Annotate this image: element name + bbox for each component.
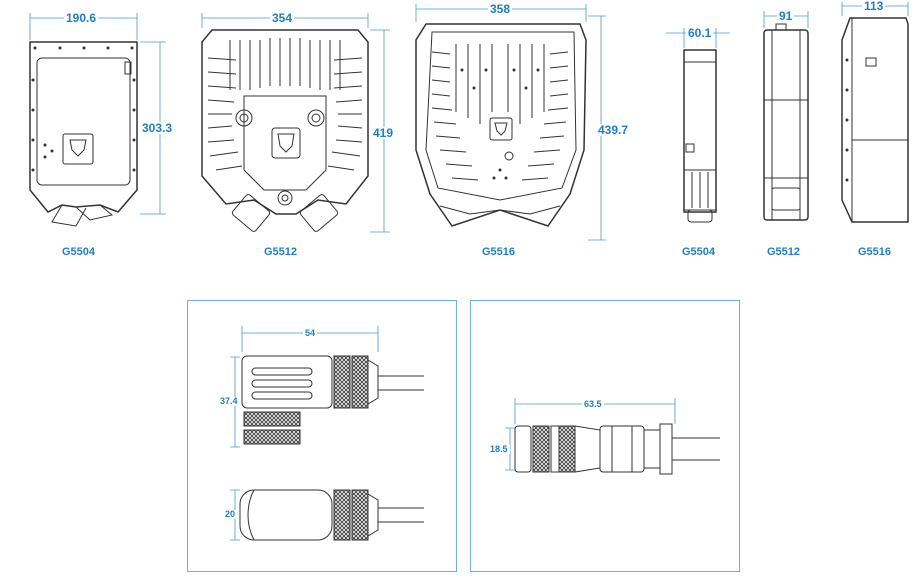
connector-panel-right xyxy=(470,300,740,572)
g5516-height-dimension: 439.7 xyxy=(596,123,631,137)
inline-connector xyxy=(514,423,720,475)
angled-connector-length-dimension: 54 xyxy=(303,328,318,338)
g5512-front-label: G5512 xyxy=(264,246,298,258)
g5512-width-dimension: 354 xyxy=(270,11,295,25)
angled-connector-height-dimension: 37.4 xyxy=(218,396,240,406)
g5504-side-view xyxy=(683,49,717,223)
g5504-side-label: G5504 xyxy=(682,246,716,258)
g5504-front-label: G5504 xyxy=(62,246,96,258)
g5516-side-view xyxy=(841,17,909,223)
g5504-side-depth-dimension: 60.1 xyxy=(686,26,714,40)
g5512-height-dimension: 419 xyxy=(371,126,396,140)
straight-connector-diameter-dimension: 20 xyxy=(223,509,238,519)
g5512-side-label: G5512 xyxy=(767,246,801,258)
inline-connector-diameter-dimension: 18.5 xyxy=(488,444,510,454)
g5516-side-label: G5516 xyxy=(858,246,892,258)
g5516-side-depth-dimension: 113 xyxy=(862,0,886,13)
g5512-side-view xyxy=(763,23,809,221)
g5504-width-dimension: 190.6 xyxy=(64,11,99,25)
g5504-front-view xyxy=(29,41,138,227)
g5516-front-view xyxy=(415,23,587,227)
angled-connector xyxy=(241,355,424,445)
connector-panel-left xyxy=(187,300,457,572)
g5516-width-dimension: 358 xyxy=(488,2,513,16)
straight-connector xyxy=(239,489,424,541)
g5512-front-view xyxy=(201,29,369,232)
inline-connector-length-dimension: 63.5 xyxy=(582,399,604,409)
g5512-side-depth-dimension: 91 xyxy=(777,9,795,23)
g5504-height-dimension: 303.3 xyxy=(140,121,175,135)
g5516-front-label: G5516 xyxy=(482,246,516,258)
